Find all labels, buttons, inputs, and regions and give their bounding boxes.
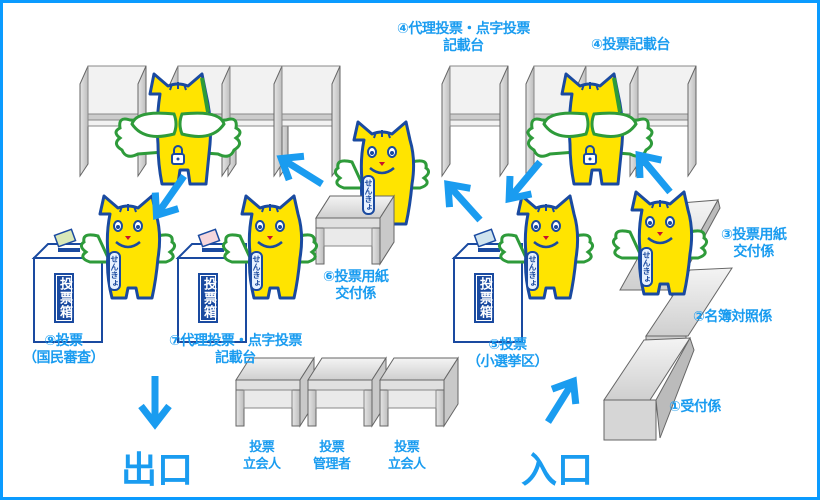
station-8-label: ⑨投票 ⑦代理投票・点字投票 記載台: [169, 333, 302, 367]
station-6-label: ⑥投票用紙 交付係: [323, 269, 389, 303]
station-2-label: ②名簿対照係: [693, 309, 772, 325]
label-line: 記載台: [215, 350, 256, 366]
label-line: ⑦代理投票・点字投票: [169, 333, 302, 349]
label-line: 管理者: [313, 457, 351, 472]
mascot-tag: せんきょ: [526, 251, 539, 291]
ballot-box-label: 投票箱: [198, 273, 218, 323]
label-line: 交付係: [335, 286, 376, 302]
label-line: 投票: [249, 440, 275, 455]
station-3-label: ③投票用紙 交付係: [721, 227, 787, 261]
ballot-paper-icon: [197, 228, 221, 248]
label-line: 立会人: [243, 457, 281, 472]
ballot-box-label: 投票箱: [474, 273, 494, 323]
entrance-label: 入口: [521, 450, 594, 491]
desk-icon: [315, 195, 395, 265]
ballot-box-label: 投票箱: [54, 273, 74, 323]
mascot-tag: せんきょ: [640, 247, 653, 287]
label-line: 投票: [394, 440, 420, 455]
label-line: ⑤投票: [488, 337, 527, 353]
desk-icon: [307, 357, 387, 427]
label-line: ⑥投票用紙: [323, 269, 389, 285]
desk-icon: [603, 336, 695, 441]
label-line: （国民審査）: [23, 350, 105, 366]
official-label: 投票 管理者: [313, 439, 351, 473]
ballot-paper-icon: [53, 228, 77, 248]
arrow-icon: [536, 374, 585, 430]
ballot-paper-icon: [473, 228, 497, 248]
mascot-tag: せんきょ: [250, 251, 263, 291]
station-9-label: ⑨投票 （国民審査）: [23, 333, 105, 367]
label-line: ④代理投票・点字投票: [397, 21, 530, 37]
label-line: （小選挙区）: [467, 354, 549, 370]
scene-graphics: [33, 65, 733, 441]
voting-booth-icon: [441, 65, 509, 177]
label-line: ③投票用紙: [721, 227, 787, 243]
station-5-label: ⑤投票 （小選挙区）: [467, 337, 549, 371]
label-line: ⑨投票: [44, 333, 83, 349]
mascot-tag: せんきょ: [362, 175, 375, 215]
label-line: 記載台: [443, 38, 484, 54]
station-1-label: ①受付係: [669, 399, 721, 415]
exit-label: 出口: [121, 450, 194, 491]
arrow-icon: [141, 376, 169, 424]
station-4a-label: ④代理投票・点字投票 記載台: [397, 21, 530, 55]
label-line: 立会人: [388, 457, 426, 472]
desk-icon: [379, 357, 459, 427]
official-label: 投票 立会人: [243, 439, 281, 473]
desk-icon: [235, 357, 315, 427]
label-line: 投票: [319, 440, 345, 455]
station-4b-label: ④投票記載台: [591, 37, 670, 53]
mascot-tag: せんきょ: [108, 251, 121, 291]
official-label: 投票 立会人: [388, 439, 426, 473]
arrow-icon: [437, 175, 490, 229]
label-line: 交付係: [733, 244, 774, 260]
